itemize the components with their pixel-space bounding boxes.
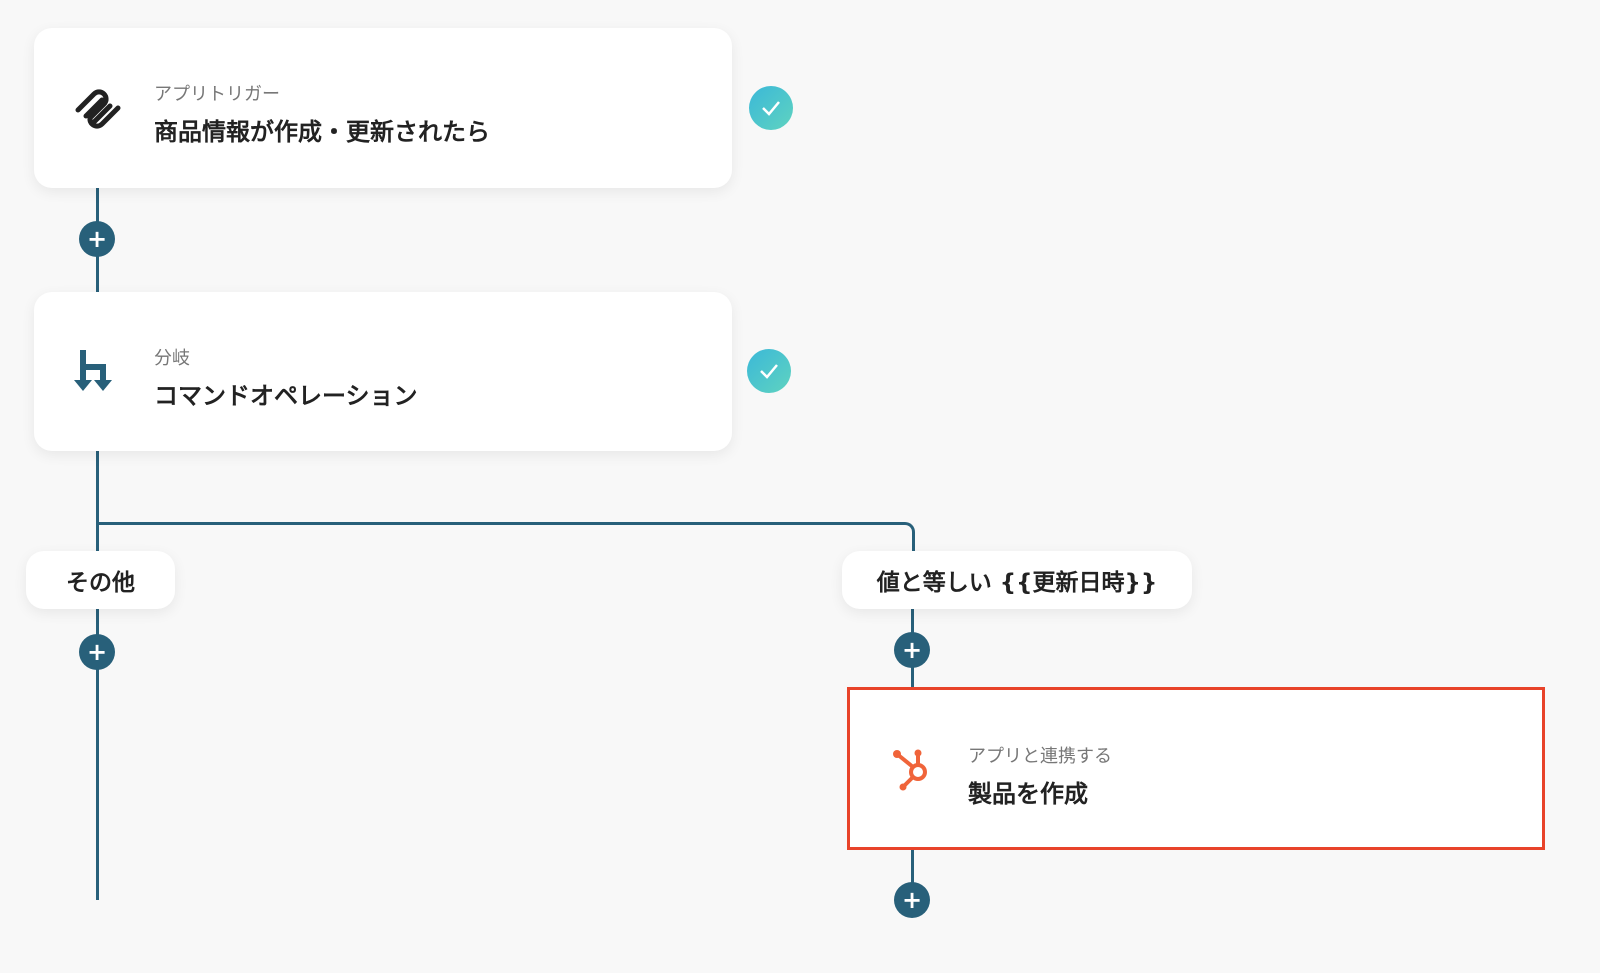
add-step-button[interactable]: + (894, 632, 930, 668)
step-type-label: 分岐 (154, 348, 190, 369)
step-type-label: アプリと連携する (968, 746, 1112, 767)
add-step-button[interactable]: + (79, 221, 115, 257)
step-title: 製品を作成 (968, 780, 1088, 808)
branch-label-condition[interactable]: 値と等しい {{更新日時}} (842, 551, 1192, 609)
check-icon (747, 349, 791, 393)
add-step-button[interactable]: + (894, 882, 930, 918)
check-icon (749, 86, 793, 130)
add-step-button[interactable]: + (79, 634, 115, 670)
branch-icon (72, 348, 124, 394)
trigger-step-card[interactable]: アプリトリガー 商品情報が作成・更新されたら (34, 28, 732, 188)
step-title: コマンドオペレーション (154, 382, 418, 410)
connector-line (911, 850, 914, 890)
squarespace-icon (72, 86, 124, 132)
hubspot-icon (890, 746, 938, 798)
branch-connector (96, 522, 915, 555)
step-title: 商品情報が作成・更新されたら (154, 118, 490, 146)
step-type-label: アプリトリガー (154, 84, 280, 105)
branch-step-card[interactable]: 分岐 コマンドオペレーション (34, 292, 732, 451)
branch-label-other[interactable]: その他 (26, 551, 175, 609)
hubspot-step-card[interactable]: アプリと連携する 製品を作成 (847, 687, 1545, 850)
connector-line (96, 451, 99, 900)
